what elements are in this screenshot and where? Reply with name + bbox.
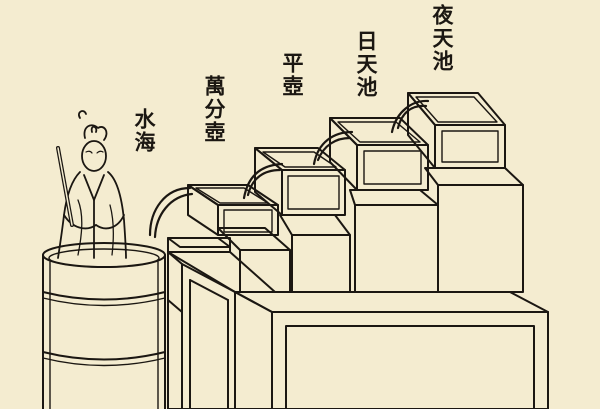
label-water-sea: 水海 [132,108,157,154]
level-pot-vessel [254,147,346,216]
base-platform [234,291,549,409]
night-pool-vessel [407,92,506,169]
label-ten-thousand-pot: 萬分壺 [202,75,227,144]
siphon-pipes [148,99,430,239]
label-night-pool: 夜天池 [430,4,455,73]
attendant-figure [56,110,127,259]
label-day-pool: 日天池 [354,30,379,99]
day-pool-vessel [329,117,429,191]
water-sea-tub [42,242,166,409]
step-blocks [217,167,524,293]
label-level-pot: 平壺 [280,52,305,98]
stepped-stand [167,237,276,409]
